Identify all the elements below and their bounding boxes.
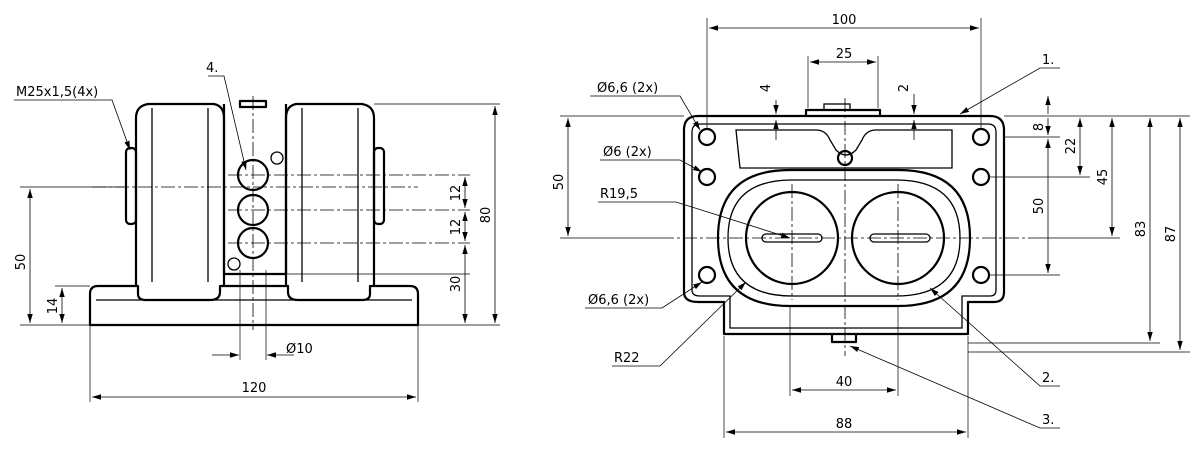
ext-right bbox=[286, 103, 500, 326]
label-height-14: 14 bbox=[46, 298, 61, 315]
label-item3: 3. bbox=[1042, 413, 1054, 428]
ext-left bbox=[20, 186, 126, 326]
ext-right-heights bbox=[990, 115, 1190, 276]
leader-item3 bbox=[849, 345, 1060, 429]
mount-hole-br bbox=[971, 265, 991, 285]
label-thread: M25x1,5(4x) bbox=[16, 85, 98, 100]
ext-100 bbox=[706, 18, 982, 128]
mount-hole-tl bbox=[697, 127, 717, 147]
locating-hole-left bbox=[697, 167, 717, 187]
label-height-83: 83 bbox=[1134, 221, 1149, 238]
label-width-40: 40 bbox=[836, 375, 853, 390]
leader-hole-66-top bbox=[590, 95, 701, 131]
ext-50-left bbox=[560, 115, 684, 239]
cable-gland-left bbox=[124, 146, 138, 226]
ext-40 bbox=[789, 306, 899, 396]
leader-item4 bbox=[208, 75, 247, 171]
centerline-plungers bbox=[791, 184, 899, 300]
leader-hole-6 bbox=[600, 159, 703, 173]
mount-hole-bl bbox=[697, 265, 717, 285]
left-tower bbox=[134, 102, 226, 286]
centerline-ports bbox=[228, 174, 470, 244]
label-offset-2: 2 bbox=[897, 84, 912, 92]
label-diameter-10: Ø10 bbox=[286, 342, 313, 357]
label-height-8: 8 bbox=[1032, 123, 1047, 131]
cable-gland-right bbox=[372, 146, 386, 226]
leader-item2 bbox=[929, 287, 1060, 387]
right-tower bbox=[284, 102, 376, 286]
label-height-87: 87 bbox=[1164, 226, 1179, 243]
label-width-25: 25 bbox=[836, 47, 853, 62]
small-hole-top bbox=[270, 151, 284, 165]
ext-120 bbox=[89, 326, 419, 402]
label-spacing-12a: 12 bbox=[449, 185, 464, 202]
right-tower-edge bbox=[301, 108, 359, 282]
label-height-22: 22 bbox=[1064, 138, 1079, 155]
label-height-30: 30 bbox=[449, 276, 464, 293]
front-view: 100 25 4 2 1. Ø6,6 (2x) Ø6 (2x) R19,5 Ø6… bbox=[552, 13, 1190, 438]
leader-hole-66-bottom bbox=[585, 281, 703, 309]
label-width-120: 120 bbox=[242, 381, 267, 396]
label-height-50-left: 50 bbox=[552, 174, 567, 191]
base-flange bbox=[88, 284, 420, 327]
label-item2: 2. bbox=[1042, 371, 1054, 386]
label-height-45: 45 bbox=[1096, 169, 1111, 186]
label-hole-66-top: Ø6,6 (2x) bbox=[597, 81, 658, 96]
top-pin bbox=[823, 103, 851, 111]
label-radius-22: R22 bbox=[614, 351, 640, 366]
housing-outline bbox=[682, 114, 1006, 336]
ext-bottom-heights bbox=[968, 342, 1190, 353]
label-height-50: 50 bbox=[14, 254, 29, 271]
mount-hole-tr bbox=[971, 127, 991, 147]
label-width-88: 88 bbox=[836, 417, 853, 432]
label-radius-195: R19,5 bbox=[600, 187, 638, 202]
label-height-80: 80 bbox=[479, 207, 494, 224]
central-block bbox=[222, 104, 288, 276]
oval-recess-inner bbox=[727, 179, 961, 297]
label-height-50-right: 50 bbox=[1032, 198, 1047, 215]
inner-cavity-top bbox=[735, 129, 953, 169]
ext-25 bbox=[807, 56, 879, 108]
leader-radius-22 bbox=[612, 281, 747, 367]
ext-88 bbox=[723, 336, 969, 438]
leader-item1 bbox=[959, 67, 1060, 115]
label-hole-6: Ø6 (2x) bbox=[603, 145, 652, 160]
locating-hole-right bbox=[971, 167, 991, 187]
label-spacing-12b: 12 bbox=[449, 219, 464, 236]
bottom-tab bbox=[830, 334, 858, 344]
label-item4: 4. bbox=[206, 61, 218, 76]
side-view: M25x1,5(4x) 4. 50 14 80 30 12 12 Ø10 120 bbox=[14, 61, 500, 402]
ext-10 bbox=[239, 270, 267, 360]
left-tower-edge bbox=[151, 108, 209, 282]
label-width-100: 100 bbox=[832, 13, 857, 28]
label-item1: 1. bbox=[1042, 53, 1054, 68]
small-hole-bottom bbox=[227, 257, 241, 271]
leader-thread bbox=[14, 99, 131, 151]
label-hole-66-bottom: Ø6,6 (2x) bbox=[588, 293, 649, 308]
label-offset-4: 4 bbox=[759, 84, 774, 92]
leader-radius-195 bbox=[598, 201, 791, 239]
